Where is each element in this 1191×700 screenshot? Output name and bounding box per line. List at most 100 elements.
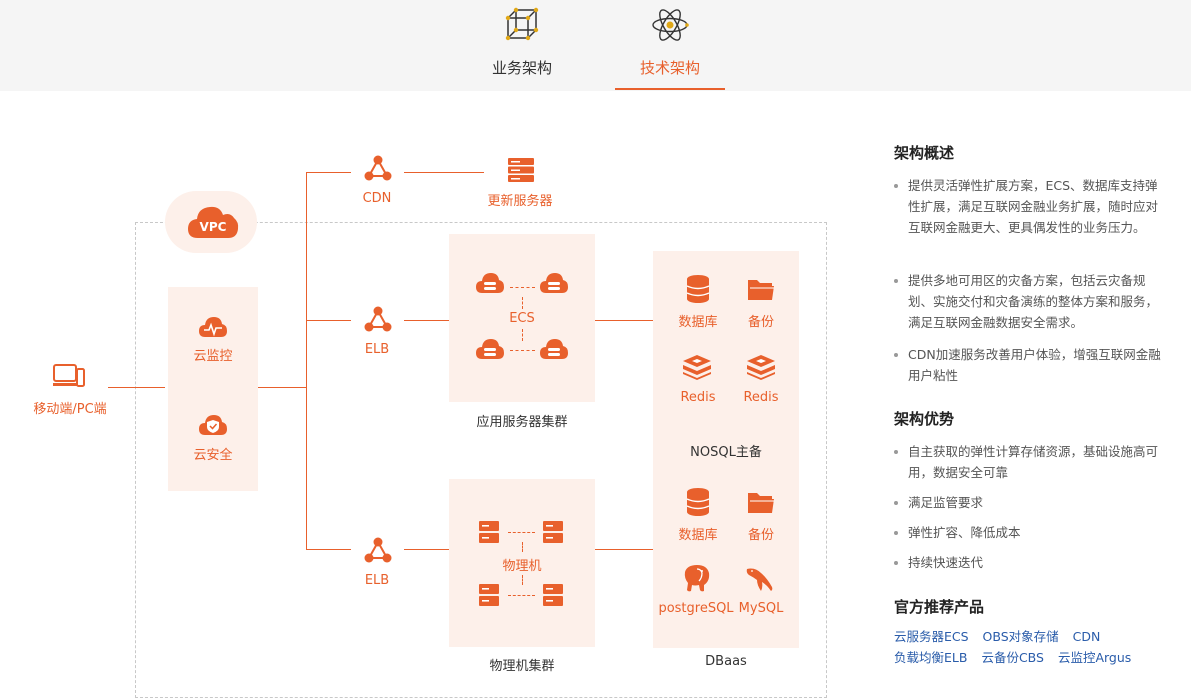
mysql-dolphin-icon: [746, 568, 773, 591]
trunk-line: [306, 172, 307, 550]
postgresql-label: postgreSQL: [658, 601, 734, 616]
vpc-cloud-icon: VPC: [188, 206, 239, 238]
cube-icon: [505, 7, 539, 41]
bullet-icon: [894, 501, 898, 505]
bullet-icon: [894, 353, 898, 357]
update-server-label: 更新服务器: [487, 194, 553, 209]
cloud-monitor-label: 云监控: [193, 349, 233, 364]
list-item: 持续快速迭代: [894, 552, 1170, 573]
mysql-label: MySQL: [738, 601, 784, 616]
product-link-elb[interactable]: 负载均衡ELB: [894, 650, 968, 665]
physical-cluster-caption: 物理机集群: [489, 659, 555, 674]
postgresql-elephant-icon: [684, 565, 710, 592]
list-item: 弹性扩容、降低成本: [894, 522, 1170, 543]
architecture-diagram: VPC 移动端/PC端 云监控 云安全 CDN 更新服务器 ELB: [0, 91, 860, 700]
bullet-icon: [894, 561, 898, 565]
elb-icon: [364, 537, 392, 563]
elb-label: ELB: [364, 573, 390, 588]
monitor-icon: [199, 317, 227, 337]
client-label: 移动端/PC端: [33, 402, 107, 417]
dashed-link: [510, 287, 535, 288]
ecs-icon: [476, 273, 504, 293]
bullet-icon: [894, 531, 898, 535]
ecs-label: ECS: [509, 311, 535, 326]
connector: [306, 172, 351, 173]
product-link-argus[interactable]: 云监控Argus: [1057, 650, 1132, 665]
nosql-panel: [653, 251, 799, 467]
tab-label: 技术架构: [639, 59, 700, 77]
bullet-icon: [894, 450, 898, 454]
ecs-icon: [540, 273, 568, 293]
cloud-security-label: 云安全: [193, 448, 233, 463]
dashed-link: [522, 575, 523, 585]
product-links: 云服务器ECS OBS对象存储 CDN 负载均衡ELB 云备份CBS 云监控Ar…: [894, 626, 1174, 668]
products-title: 官方推荐产品: [894, 598, 985, 616]
connector: [306, 549, 351, 550]
nosql-caption: NOSQL主备: [690, 445, 762, 460]
elb-icon: [364, 306, 392, 332]
dashed-link: [522, 297, 523, 309]
connector: [404, 172, 484, 173]
database-label: 数据库: [678, 528, 718, 543]
device-icon: [53, 364, 85, 387]
active-tab-underline: [615, 88, 725, 90]
cdn-icon: [364, 155, 392, 181]
server-icon: [479, 584, 499, 606]
server-icon: [479, 521, 499, 543]
backup-label: 备份: [747, 315, 774, 330]
atom-icon: [652, 9, 689, 41]
dashed-link: [508, 595, 535, 596]
tab-label: 业务架构: [491, 59, 552, 77]
shield-icon: [199, 415, 227, 435]
dashed-link: [510, 350, 535, 351]
ecs-icon: [476, 339, 504, 359]
list-item: 自主获取的弹性计算存储资源，基础设施高可用，数据安全可靠: [894, 441, 1170, 483]
vpc-label: VPC: [200, 220, 227, 234]
server-icon: [508, 158, 534, 182]
list-item: 满足监管要求: [894, 492, 1170, 513]
connector: [595, 320, 653, 321]
vpc-boundary: [135, 222, 827, 698]
connector: [404, 320, 449, 321]
database-icon: [686, 488, 710, 516]
dbaas-caption: DBaas: [705, 654, 747, 669]
overview-title: 架构概述: [894, 144, 955, 162]
tab-business-architecture[interactable]: 业务架构: [467, 0, 577, 91]
advantage-title: 架构优势: [894, 410, 955, 428]
list-item: CDN加速服务改善用户体验，增强互联网金融用户粘性: [894, 344, 1170, 386]
list-item: 提供灵活弹性扩展方案，ECS、数据库支持弹性扩展，满足互联网金融业务扩展，随时应…: [894, 175, 1170, 238]
tab-technical-architecture[interactable]: 技术架构: [615, 0, 725, 91]
architecture-description: 架构概述 提供灵活弹性扩展方案，ECS、数据库支持弹性扩展，满足互联网金融业务扩…: [880, 91, 1180, 700]
connector: [595, 549, 653, 550]
product-link-cdn[interactable]: CDN: [1072, 629, 1101, 644]
backup-label: 备份: [747, 528, 774, 543]
redis-label: Redis: [743, 390, 779, 405]
physical-panel: [449, 479, 595, 647]
server-icon: [543, 521, 563, 543]
list-item: 提供多地可用区的灾备方案，包括云灾备规划、实施交付和灾备演练的整体方案和服务，满…: [894, 270, 1170, 333]
app-server-panel: [449, 234, 595, 402]
connector: [108, 387, 165, 388]
physical-machine-label: 物理机: [502, 559, 542, 574]
cdn-label: CDN: [362, 191, 392, 206]
ecs-icon: [540, 339, 568, 359]
database-label: 数据库: [678, 315, 718, 330]
dashed-link: [508, 532, 535, 533]
bullet-icon: [894, 184, 898, 188]
app-cluster-caption: 应用服务器集群: [476, 415, 568, 430]
server-icon: [543, 584, 563, 606]
redis-label: Redis: [680, 390, 716, 405]
product-link-cbs[interactable]: 云备份CBS: [981, 650, 1044, 665]
dashed-link: [522, 329, 523, 341]
top-tab-bar: 业务架构 技术架构: [0, 0, 1191, 91]
product-link-obs[interactable]: OBS对象存储: [982, 629, 1059, 644]
redis-icon: [683, 355, 711, 380]
product-link-ecs[interactable]: 云服务器ECS: [894, 629, 969, 644]
redis-icon: [747, 355, 775, 380]
elb-label: ELB: [364, 342, 390, 357]
database-icon: [686, 275, 710, 303]
dbaas-panel: [653, 467, 799, 648]
bullet-icon: [894, 279, 898, 283]
folder-icon: [748, 280, 774, 300]
dashed-link: [522, 542, 523, 552]
